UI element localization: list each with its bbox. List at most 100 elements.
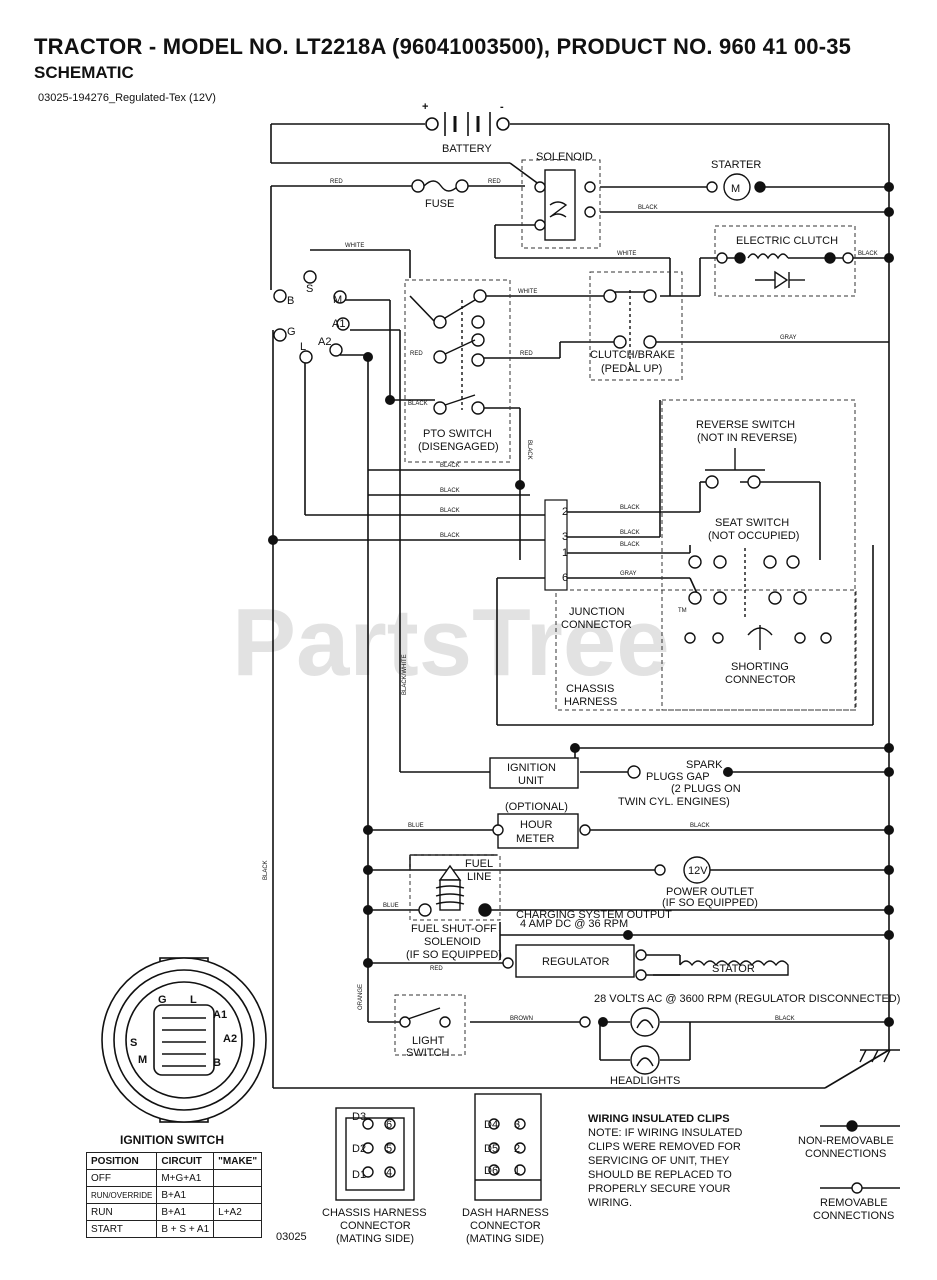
fuse-label: FUSE: [425, 198, 454, 210]
drawing-code: 03025: [276, 1231, 307, 1243]
clips-line-5: PROPERLY SECURE YOUR: [588, 1183, 730, 1195]
regulator-label: REGULATOR: [542, 956, 609, 968]
dash-conn-label-2: CONNECTOR: [470, 1220, 541, 1232]
non-removable-label-2: CONNECTIONS: [805, 1148, 886, 1160]
regulator-box: [515, 944, 635, 978]
seat-switch-label-2: (NOT OCCUPIED): [708, 530, 799, 542]
reverse-switch: [705, 448, 765, 489]
electric-clutch-label: ELECTRIC CLUTCH: [736, 235, 838, 247]
table-header-make: "MAKE": [213, 1152, 263, 1170]
wire-red-5: RED: [430, 966, 443, 972]
hour-meter-label-1: HOUR: [520, 819, 552, 831]
ignition-unit-label-1: IGNITION: [507, 762, 556, 774]
junction-pin-1: 1: [562, 547, 568, 559]
table-row: RUN/OVERRIDE B+A1: [85, 1186, 263, 1204]
terminal-a2: A2: [318, 336, 331, 348]
non-removable-label-1: NON-REMOVABLE: [798, 1135, 894, 1147]
removable-label-2: CONNECTIONS: [813, 1210, 894, 1222]
fuel-line-label-2: LINE: [467, 871, 491, 883]
junction-pin-3: 3: [562, 531, 568, 543]
seat-switch-label-1: SEAT SWITCH: [715, 517, 789, 529]
legend-non-removable: [820, 1120, 900, 1132]
wires: [270, 123, 890, 1089]
chassis-harness-label-1: CHASSIS: [566, 683, 614, 695]
light-switch-label-1: LIGHT: [412, 1035, 445, 1047]
solenoid-label: SOLENOID: [536, 151, 593, 163]
spark-label-3: (2 PLUGS ON: [671, 783, 741, 795]
solenoid: [534, 169, 596, 241]
dash-harness-connector: [474, 1093, 542, 1201]
table-row: RUN B+A1 L+A2: [85, 1203, 263, 1221]
wire-gray-2: GRAY: [620, 571, 637, 577]
terminal-g: G: [287, 326, 296, 338]
ground-icon: [859, 1049, 900, 1063]
battery-label: BATTERY: [442, 143, 492, 155]
wire-white-2: WHITE: [617, 251, 636, 257]
wire-black-9: BLACK: [620, 530, 640, 536]
light-switch: [399, 1007, 451, 1028]
fuel-shutoff-label-1: FUEL SHUT-OFF: [411, 923, 497, 935]
stator-coil: [653, 960, 789, 976]
wire-black-11: BLACK: [690, 823, 710, 829]
page-title: TRACTOR - MODEL NO. LT2218A (96041003500…: [34, 34, 852, 59]
wire-black-6: BLACK: [440, 508, 460, 514]
battery: [425, 112, 510, 136]
watermark: PartsTree: [232, 589, 670, 696]
ign-face-l: L: [190, 994, 197, 1006]
clutch-brake-label-1: CLUTCH/BRAKE: [590, 349, 675, 361]
ign-face-a1: A1: [213, 1009, 227, 1021]
wire-black-12: BLACK: [775, 1016, 795, 1022]
ign-face-g: G: [158, 994, 167, 1006]
wire-red-4: RED: [520, 351, 533, 357]
junction-pin-2: 2: [562, 506, 568, 518]
spark-label-2: PLUGS GAP: [646, 771, 710, 783]
volts-ac-label: 28 VOLTS AC @ 3600 RPM (REGULATOR DISCON…: [594, 993, 900, 1005]
chassis-conn-4: 4: [386, 1167, 392, 1179]
wire-gray-1: GRAY: [780, 335, 797, 341]
chassis-conn-label-3: (MATING SIDE): [336, 1233, 414, 1245]
ignition-switch-face: [101, 957, 267, 1123]
table-header-circuit: CIRCUIT: [156, 1152, 215, 1170]
light-switch-label-2: SWITCH: [406, 1047, 449, 1059]
wire-red-3: RED: [410, 351, 423, 357]
dash-conn-2: 2: [514, 1143, 520, 1155]
wire-blue-1: BLUE: [408, 823, 424, 829]
spark-label-1: SPARK: [686, 759, 723, 771]
wire-red-2: RED: [488, 179, 501, 185]
dash-conn-d6: D6: [484, 1165, 498, 1177]
junction-pin-6: 6: [562, 572, 568, 584]
table-cell: [213, 1169, 263, 1187]
junction-label-2: CONNECTOR: [561, 619, 632, 631]
dash-conn-1: 1: [514, 1165, 520, 1177]
reverse-switch-label-2: (NOT IN REVERSE): [697, 432, 797, 444]
wire-black-13: BLACK: [526, 440, 532, 460]
shorting-label-2: CONNECTOR: [725, 674, 796, 686]
table-cell: B + S + A1: [156, 1220, 215, 1238]
starter-symbol: M: [731, 183, 740, 195]
non-removable-connections: [268, 182, 894, 1027]
chassis-conn-label-1: CHASSIS HARNESS: [322, 1207, 427, 1219]
table-cell: B+A1: [156, 1186, 215, 1204]
chassis-conn-5: 5: [386, 1143, 392, 1155]
chassis-conn-d3: D3: [352, 1111, 366, 1123]
table-header-row: POSITION CIRCUIT "MAKE": [85, 1152, 263, 1170]
dash-conn-label-3: (MATING SIDE): [466, 1233, 544, 1245]
terminal-m: M: [333, 294, 342, 306]
document-id: 03025-194276_Regulated-Tex (12V): [38, 92, 216, 104]
hour-meter-box: [497, 813, 579, 849]
fuel-line-label-1: FUEL: [465, 858, 493, 870]
ign-face-b: B: [213, 1057, 221, 1069]
ignition-unit-box: [489, 757, 579, 789]
optional-label: (OPTIONAL): [505, 801, 568, 813]
power-outlet-label-2: (IF SO EQUIPPED): [662, 897, 758, 909]
junction-connector-body: [544, 499, 568, 591]
wire-white-1: WHITE: [345, 243, 364, 249]
table-cell: B+A1: [156, 1203, 215, 1221]
watermark-tm: TM: [678, 608, 687, 614]
wire-red-1: RED: [330, 179, 343, 185]
clips-line-2: CLIPS WERE REMOVED FOR: [588, 1141, 741, 1153]
table-cell: RUN: [85, 1203, 158, 1221]
wire-blue-2: BLUE: [383, 903, 399, 909]
chassis-harness-label-2: HARNESS: [564, 696, 617, 708]
